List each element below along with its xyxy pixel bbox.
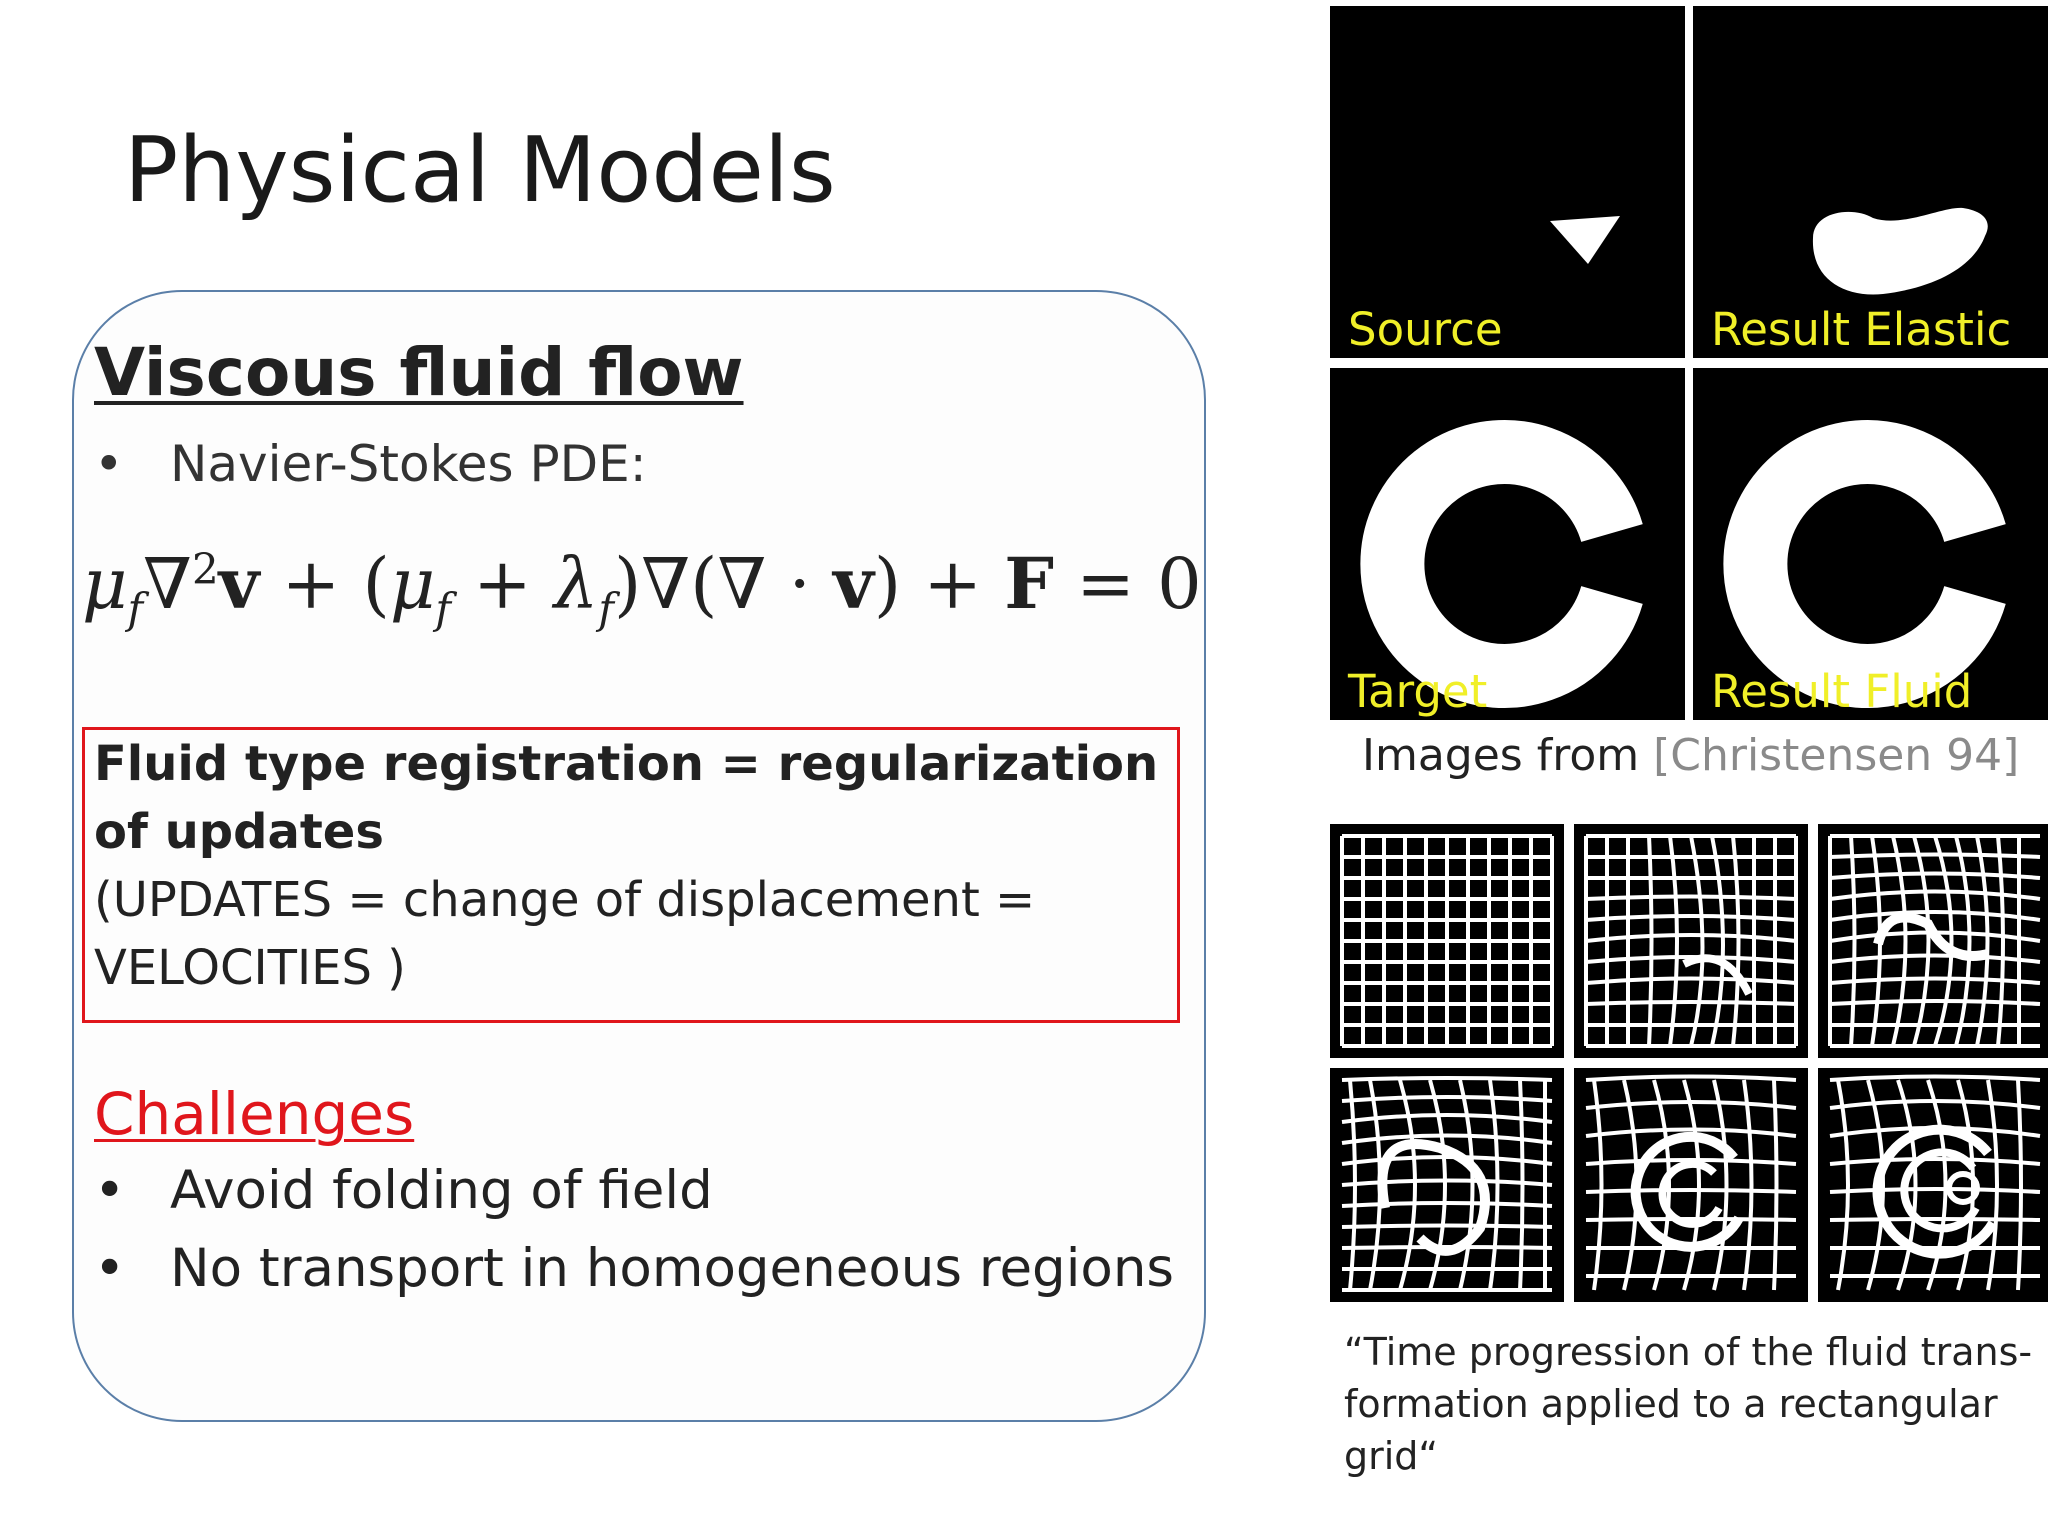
eq-plus: + xyxy=(259,543,363,625)
elastic-shape-image xyxy=(1812,207,1988,295)
grid-image xyxy=(1341,1076,1553,1292)
grid-frame-1 xyxy=(1330,824,1564,1058)
eq-mu: μ xyxy=(82,543,128,625)
grid-frame-2 xyxy=(1574,824,1808,1058)
eq-nabla: ∇ xyxy=(641,543,691,625)
bullet-dot: • xyxy=(94,1238,126,1299)
eq-open: ( xyxy=(362,543,390,625)
grid-image xyxy=(1585,1074,1797,1291)
citation-reference: [Christensen 94] xyxy=(1653,730,2020,781)
challenge-text: Avoid folding of field xyxy=(170,1160,713,1221)
bullet-text: Navier-Stokes PDE: xyxy=(170,435,647,493)
panel-label: Result Fluid xyxy=(1711,665,1973,718)
c-shape-image xyxy=(1360,420,1643,708)
eq-mu: μ xyxy=(389,543,436,625)
section-heading: Viscous fluid flow xyxy=(94,334,744,411)
grid-frame-3 xyxy=(1818,824,2048,1058)
regularization-line-2: (UPDATES = change of displacement = VELO… xyxy=(94,872,1036,996)
eq-sub-f: f xyxy=(598,584,614,633)
grid-frame-5 xyxy=(1574,1068,1808,1302)
eq-close: ) xyxy=(613,543,642,625)
bullet-dot: • xyxy=(94,1160,126,1221)
result-elastic-image-panel: Result Elastic xyxy=(1693,6,2048,358)
grid-image xyxy=(1829,1074,2041,1291)
eq-sub-f: f xyxy=(435,584,451,633)
challenge-item: • No transport in homogeneous regions xyxy=(94,1238,1194,1312)
source-shape-image xyxy=(1550,216,1620,264)
grid-image xyxy=(1584,834,1798,1048)
content-card xyxy=(72,290,1206,1422)
eq-v: v xyxy=(218,542,260,625)
grid-frame-4 xyxy=(1330,1068,1564,1302)
eq-v: v xyxy=(833,542,874,625)
eq-close: ) xyxy=(873,543,902,625)
regularization-box xyxy=(82,727,1180,1023)
eq-sub-f: f xyxy=(127,584,144,633)
caption-prefix: Images from xyxy=(1362,730,1654,781)
challenges-heading: Challenges xyxy=(94,1080,415,1148)
target-image-panel: Target xyxy=(1330,368,1685,720)
grid-frame-6 xyxy=(1818,1068,2048,1302)
slide-title: Physical Models xyxy=(124,118,836,223)
eq-F: F xyxy=(1004,542,1054,625)
images-caption: Images from [Christensen 94] xyxy=(1362,730,2019,781)
eq-dot: · xyxy=(766,543,834,625)
panel-label: Source xyxy=(1348,303,1503,356)
navier-stokes-equation: μf∇2v + (μf + λf)∇(∇ · v) + F = 0 xyxy=(82,542,1202,633)
regularization-line-1: Fluid type registration = regularization… xyxy=(94,736,1159,860)
challenge-text: No transport in homogeneous regions xyxy=(170,1238,1175,1299)
eq-nabla: ∇ xyxy=(143,543,192,625)
eq-plus: + xyxy=(901,543,1005,625)
eq-equals-zero: = 0 xyxy=(1053,543,1202,625)
bullet-dot: • xyxy=(94,435,124,493)
source-image-panel: Source xyxy=(1330,6,1685,358)
eq-nabla: ∇ xyxy=(717,543,767,625)
grid-caption: “Time progression of the fluid trans-for… xyxy=(1344,1330,2033,1478)
panel-label: Target xyxy=(1348,665,1488,718)
grid-image xyxy=(1828,834,2041,1048)
grid-image xyxy=(1340,834,1554,1048)
eq-sup-2: 2 xyxy=(191,544,219,594)
eq-plus: + xyxy=(450,543,555,625)
challenge-item: • Avoid folding of field xyxy=(94,1160,1194,1234)
c-shape-image xyxy=(1723,420,2006,708)
eq-open: ( xyxy=(690,543,718,625)
result-fluid-image-panel: Result Fluid xyxy=(1693,368,2048,720)
regularization-text: Fluid type registration = regularization… xyxy=(94,730,1174,1002)
panel-label: Result Elastic xyxy=(1711,303,2012,356)
bullet-navier-stokes: • Navier-Stokes PDE: xyxy=(94,435,1094,505)
eq-lambda: λ xyxy=(554,543,599,625)
